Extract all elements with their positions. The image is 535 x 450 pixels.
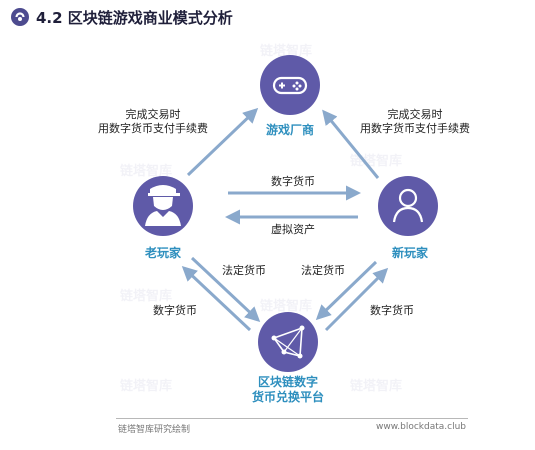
edge-label-new-vendor-1: 完成交易时: [388, 107, 443, 121]
edge-label-new-to-old: 虚拟资产: [271, 222, 315, 236]
user-outline-icon: [392, 188, 424, 223]
header: 4.2 区块链游戏商业模式分析: [10, 6, 233, 28]
node-label-old-player: 老玩家: [145, 245, 182, 260]
watermark-text: 链塔智库: [119, 288, 172, 304]
edge-label-new-to-exchange: 法定货币: [301, 263, 345, 277]
arrow-old-to-exchange: [190, 256, 261, 323]
footer-url: www.blockdata.club: [376, 422, 466, 432]
watermark-text: 链塔智库: [259, 298, 312, 314]
watermark-text: 链塔智库: [119, 163, 172, 179]
node-label-game-vendor: 游戏厂商: [266, 122, 314, 137]
node-label-new-player: 新玩家: [392, 245, 429, 260]
node-exchange-platform: 区块链数字 货币兑换平台: [252, 312, 324, 404]
edge-label-exchange-to-old: 数字货币: [153, 303, 197, 317]
circle-badge-icon: [11, 8, 29, 26]
watermark-text: 链塔智库: [349, 378, 402, 394]
node-label-exchange-line1: 区块链数字: [258, 374, 318, 389]
watermark-text: 链塔智库: [349, 153, 402, 169]
arrow-exchange-to-old: [181, 265, 252, 332]
footer-source: 链塔智库研究绘制: [118, 425, 191, 435]
edge-label-old-vendor-2: 用数字货币支付手续费: [98, 121, 208, 135]
player-with-cap-icon: [145, 185, 181, 226]
edge-label-old-to-new: 数字货币: [271, 174, 315, 188]
gamepad-icon: [272, 76, 308, 95]
watermark-text: 链塔智库: [119, 378, 172, 394]
node-game-vendor: 游戏厂商: [260, 55, 320, 137]
arrow-new-to-exchange: [315, 260, 378, 321]
node-old-player: 老玩家: [133, 176, 193, 260]
footer-divider: [116, 418, 468, 419]
edge-label-exchange-to-new: 数字货币: [370, 303, 414, 317]
watermark-text: 链塔智库: [259, 43, 312, 59]
arrow-exchange-to-new: [324, 267, 389, 332]
network-icon: [271, 325, 305, 359]
edge-label-old-vendor-1: 完成交易时: [126, 107, 181, 121]
arrow-old-to-vendor: [186, 107, 259, 177]
edge-label-new-vendor-2: 用数字货币支付手续费: [360, 121, 470, 135]
node-label-exchange-line2: 货币兑换平台: [252, 389, 324, 404]
arrow-new-to-vendor: [322, 109, 380, 179]
node-new-player: 新玩家: [378, 176, 438, 260]
page-title: 4.2 区块链游戏商业模式分析: [36, 8, 233, 27]
edge-label-old-to-exchange: 法定货币: [222, 263, 266, 277]
